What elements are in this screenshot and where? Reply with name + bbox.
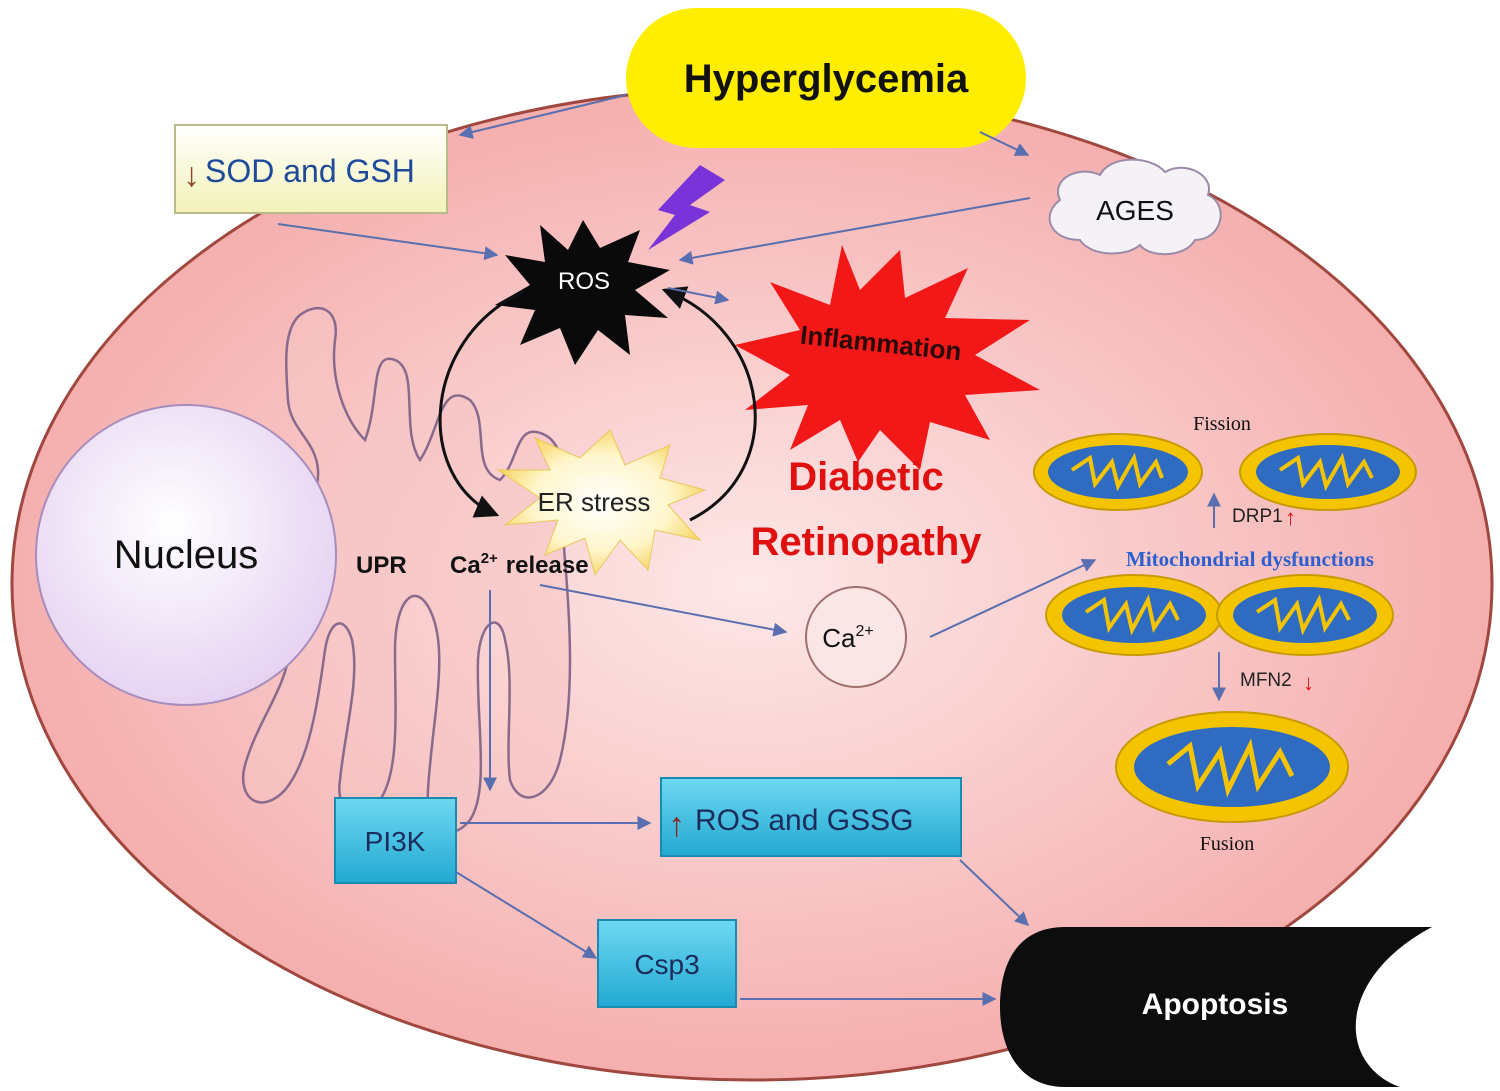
hyperglycemia-label: Hyperglycemia: [684, 57, 969, 101]
er-stress-to-ros-arrow: [661, 286, 757, 522]
pi3k-label: PI3K: [365, 826, 426, 857]
ros-gssg-box: [660, 777, 962, 857]
mitochondrion-fission-left: [1033, 433, 1203, 511]
hyperglycemia-to-ages-arrow: [979, 131, 1030, 156]
er-stress-label: ER stress: [538, 487, 651, 517]
sod-to-ros-arrow: [277, 223, 499, 261]
ros-gssg-up-arrow-icon: ↑: [668, 806, 685, 844]
hyperglycemia-box: [626, 8, 1026, 148]
ros-label: ROS: [558, 268, 610, 295]
mitochondrion-pair-left: [1045, 574, 1223, 656]
apoptosis-box: [1000, 927, 1432, 1087]
nucleus-circle: [35, 404, 337, 706]
ages-label: AGES: [1096, 195, 1174, 226]
mito-dysfunction-label: Mitochondrial dysfunctions: [1126, 547, 1374, 571]
mitochondrion-pair-right: [1216, 574, 1394, 656]
fusion-label: Fusion: [1200, 833, 1254, 855]
calcium-ion-circle: [805, 586, 907, 688]
sod-gsh-box: [174, 124, 448, 214]
flow-arrows: [277, 94, 1097, 1006]
drp1-red-up-arrow-icon: ↑: [1285, 505, 1296, 530]
drp1-label: DRP1: [1232, 506, 1283, 527]
er-stress-starburst: [496, 429, 707, 577]
fission-label: Fission: [1193, 413, 1251, 435]
upr-label: UPR: [356, 552, 407, 579]
sod-down-arrow-icon: ↓: [183, 156, 200, 194]
ros-to-er-stress-arrow: [438, 290, 524, 518]
mitochondrion-fusion: [1115, 711, 1349, 823]
hyperglycemia-to-sod-arrow: [458, 94, 627, 139]
ros-starburst: [495, 220, 670, 365]
apoptosis-label: Apoptosis: [1142, 988, 1289, 1021]
csp3-label: Csp3: [634, 949, 699, 980]
retinopathy-label: Retinopathy: [750, 520, 982, 564]
ages-cloud: [1048, 158, 1222, 256]
calcium-ion-label: Ca2+: [822, 623, 874, 653]
ros-gssg-to-apoptosis-arrow: [959, 859, 1030, 926]
lightning-bolt-icon: [648, 165, 725, 250]
ca-release-label: Ca2+release: [450, 550, 589, 579]
diabetic-label: Diabetic: [788, 455, 944, 499]
pi3k-box: [334, 797, 457, 884]
pi3k-to-csp3-arrow: [455, 871, 598, 959]
ages-to-ros-arrow: [678, 197, 1031, 265]
ros-to-inflammation-arrow: [667, 287, 730, 305]
mfn2-label: MFN2: [1240, 670, 1292, 691]
sod-gsh-label: SOD and GSH: [205, 153, 415, 189]
ca-release-to-ca-ion-arrow: [539, 584, 788, 637]
mitochondrion-fission-right: [1239, 433, 1417, 511]
ca-ion-to-mito-arrow: [929, 558, 1097, 638]
inflammation-starburst: [735, 245, 1040, 470]
mfn2-red-down-arrow-icon: ↓: [1303, 670, 1314, 695]
csp3-box: [597, 919, 737, 1008]
nucleus-label: Nucleus: [114, 533, 259, 577]
ros-gssg-label: ROS and GSSG: [695, 804, 913, 837]
